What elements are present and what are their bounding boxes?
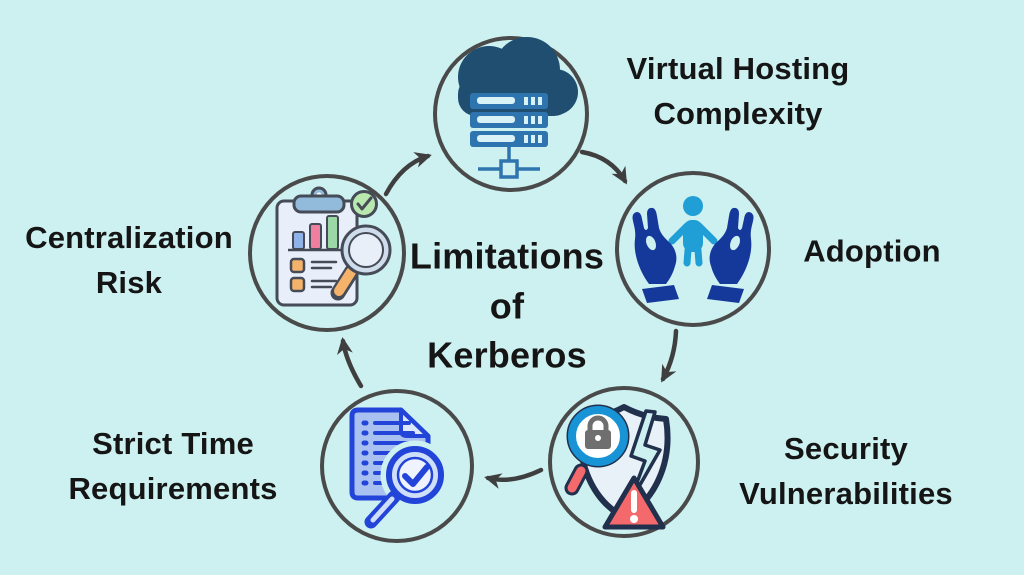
checklist-box — [289, 276, 306, 293]
node-label-virtual-hosting-complexity: Virtual Hosting Complexity — [626, 51, 850, 131]
node-label-adoption: Adoption — [803, 233, 941, 269]
checkmark-icon — [402, 464, 430, 487]
checklist-box — [289, 257, 306, 274]
lock-icon — [587, 415, 609, 430]
node-circle-adoption — [615, 171, 771, 327]
arrow-virtual-to-adoption — [579, 149, 628, 185]
node-circle-security — [548, 386, 700, 538]
adoption-hands-child-icon — [632, 196, 754, 303]
broken-shield-lock-magnifier-alert-icon — [564, 404, 671, 530]
right-hand — [707, 207, 754, 303]
node-circle-virtual-hosting — [433, 36, 589, 192]
document-check-magnifier-icon — [349, 407, 450, 529]
center-title: Limitations of Kerberos — [409, 235, 605, 376]
left-hand — [632, 207, 679, 303]
arrow-security-to-strict-time — [484, 467, 544, 489]
node-label-security-vulnerabilities: Security Vulnerabilities — [739, 431, 953, 511]
arrow-centralization-to-virtual — [383, 152, 432, 197]
arrow-adoption-to-security — [660, 328, 679, 383]
clipboard-chart-magnifier-icon — [275, 186, 392, 307]
bar-chart — [288, 215, 345, 252]
node-label-strict-time-requirements: Strict Time Requirements — [68, 426, 278, 506]
check-badge — [350, 190, 378, 218]
arrow-strict-time-to-centralization — [337, 337, 364, 389]
node-label-centralization-risk: Centralization Risk — [25, 220, 233, 300]
cloud-server-icon — [458, 37, 578, 179]
node-circle-strict-time — [320, 389, 474, 543]
node-circle-centralization — [248, 174, 406, 332]
